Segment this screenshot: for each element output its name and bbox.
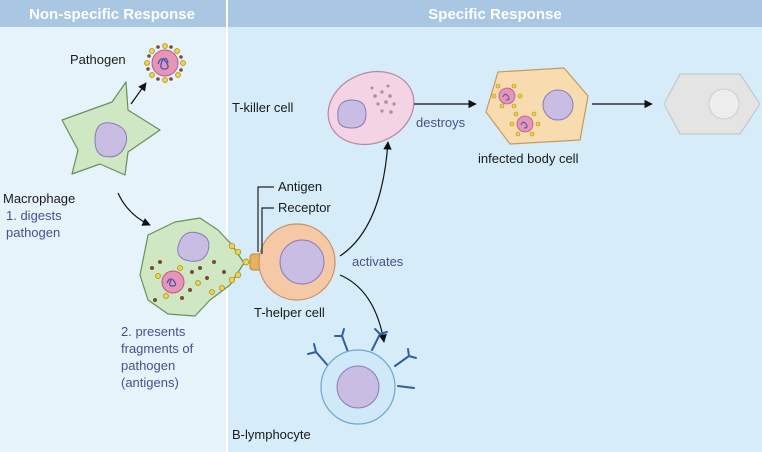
antigen-pointer-line: [257, 186, 274, 252]
label-t-helper: T-helper cell: [254, 305, 325, 320]
presenting-macrophage: [139, 217, 250, 317]
left-header-bar: [0, 0, 226, 27]
label-activates: activates: [352, 254, 404, 269]
t-helper-cell: [258, 223, 336, 301]
macrophage-cell: [61, 81, 161, 176]
label-step2-line4: (antigens): [121, 375, 179, 390]
arrow-macrophage-down: [117, 192, 151, 226]
pathogen-icon: [144, 43, 186, 83]
label-destroys: destroys: [416, 115, 466, 130]
panel-divider: [226, 0, 228, 452]
label-step1-line2: pathogen: [6, 225, 60, 240]
receptor-pointer-line: [261, 207, 274, 254]
infected-body-cell: [485, 67, 589, 145]
label-step2-line1: 2. presents: [121, 324, 186, 339]
label-receptor: Receptor: [278, 200, 331, 215]
t-killer-cell: [327, 71, 415, 145]
label-antigen: Antigen: [278, 179, 322, 194]
header-left: Non-specific Response: [29, 6, 195, 23]
arrow-to-b-lymphocyte: [339, 274, 387, 343]
label-macrophage: Macrophage: [3, 191, 75, 206]
b-lymphocyte-cell: [307, 328, 417, 425]
header-right: Specific Response: [428, 6, 561, 23]
arrow-macrophage-to-pathogen: [130, 82, 147, 105]
label-t-killer: T-killer cell: [232, 100, 294, 115]
label-b-lymphocyte: B-lymphocyte: [232, 427, 311, 442]
right-panel: [228, 0, 762, 452]
label-step1-line1: 1. digests: [6, 208, 62, 223]
arrow-to-t-killer: [339, 141, 392, 257]
label-pathogen: Pathogen: [70, 52, 126, 67]
destroyed-cell: [663, 73, 761, 135]
right-header-bar: [228, 0, 762, 27]
label-infected-cell: infected body cell: [478, 151, 579, 166]
label-step2-line3: pathogen: [121, 358, 175, 373]
label-step2-line2: fragments of: [121, 341, 194, 356]
